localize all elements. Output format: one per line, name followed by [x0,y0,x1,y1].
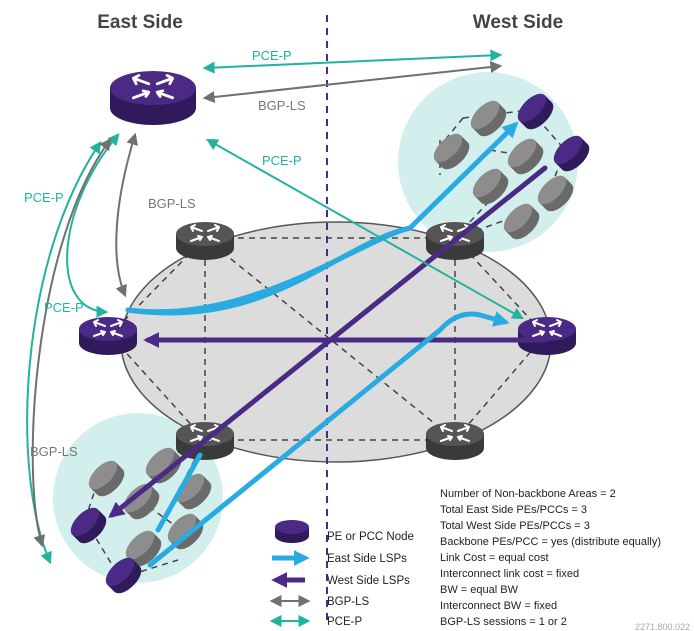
parameters-list: Number of Non-backbone Areas = 2 Total E… [440,488,661,628]
parameter-line: BGP-LS sessions = 1 or 2 [440,616,567,628]
pe-router-west-area-1 [517,93,554,130]
east-side-title: East Side [97,12,183,33]
parameter-line: BW = equal BW [440,584,519,596]
west-area-circle [398,72,578,252]
pcep-label-top: PCE-P [252,48,292,63]
legend-pcep-label: PCE-P [327,616,362,628]
parameter-line: Total West Side PEs/PCCs = 3 [440,520,590,532]
pe-router-east-area-2 [105,557,142,594]
west-side-lsps [108,165,548,519]
legend-bgpls-label: BGP-LS [327,596,370,608]
west-side-title: West Side [473,12,563,33]
legend: PE or PCC Node East Side LSPs West Side … [269,520,414,628]
legend-node-icon [275,520,309,543]
pcep-label-west-backbone: PCE-P [262,153,302,168]
figure-id: 2271.800.022 [635,622,690,631]
backbone-router-bottom-right [426,422,484,460]
parameter-line: Interconnect link cost = fixed [440,568,579,580]
parameter-line: Total East Side PEs/PCCs = 3 [440,504,587,516]
parameter-line: Backbone PEs/PCC = yes (distribute equal… [440,536,661,548]
bgpls-label-bottom: BGP-LS [30,444,78,459]
bgpls-label-top: BGP-LS [258,98,306,113]
bgpls-sessions [31,61,503,548]
pe-router-east-backbone [79,317,137,355]
legend-west-lsps-label: West Side LSPs [327,575,410,587]
pe-router-west-area-2 [553,135,590,172]
pcep-label-east-backbone: PCE-P [44,300,84,315]
backbone-router-top-left [176,222,234,260]
parameter-line: Number of Non-backbone Areas = 2 [440,488,616,500]
bgpls-label-mid: BGP-LS [148,196,196,211]
legend-east-lsps-label: East Side LSPs [327,553,407,565]
pcep-label-left: PCE-P [24,190,64,205]
pe-router-west-backbone [518,317,576,355]
legend-node-label: PE or PCC Node [327,531,414,543]
pce-controller [110,71,196,125]
parameter-line: Interconnect BW = fixed [440,600,557,612]
parameter-line: Link Cost = equal cost [440,552,549,564]
